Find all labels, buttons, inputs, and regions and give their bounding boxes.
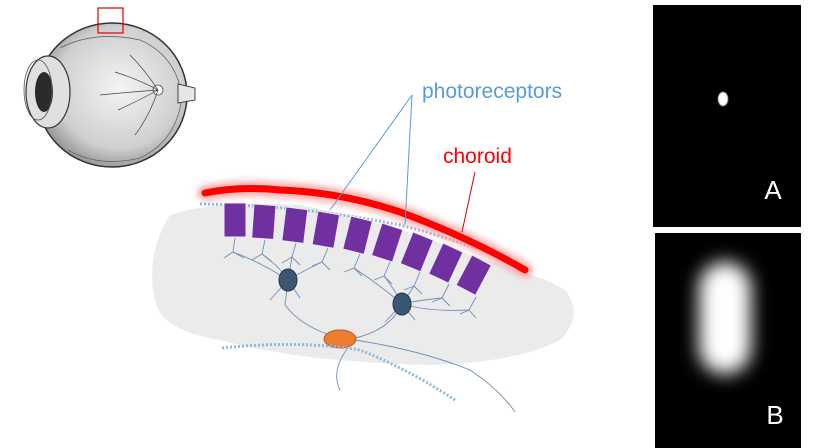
photoreceptor-cell bbox=[311, 210, 341, 249]
retina-tissue bbox=[152, 203, 574, 365]
panel-a-background bbox=[653, 5, 801, 227]
optic-nerve bbox=[177, 83, 196, 104]
photoreceptor-cell bbox=[427, 242, 464, 284]
eye-illustration bbox=[23, 7, 196, 168]
iris-ring bbox=[23, 59, 53, 121]
photoreceptor-cell bbox=[281, 206, 309, 244]
ganglion-cell bbox=[323, 329, 357, 349]
bipolar-cell bbox=[278, 268, 298, 292]
choroid-band bbox=[201, 185, 529, 274]
blurred-spot bbox=[699, 262, 751, 374]
pupil bbox=[35, 72, 53, 112]
photoreceptor-cell bbox=[455, 254, 493, 297]
photoreceptor-cell bbox=[399, 231, 435, 273]
photoreceptor-cells bbox=[223, 202, 493, 297]
panel-b-letter: B bbox=[766, 400, 783, 430]
bipolar-cell bbox=[392, 292, 412, 316]
photoreceptor-cell bbox=[342, 215, 373, 255]
panel-a: A bbox=[653, 5, 801, 227]
retinal-vessels bbox=[99, 54, 159, 136]
photoreceptor-cell bbox=[370, 222, 404, 263]
panel-a-letter: A bbox=[764, 175, 782, 205]
zoom-region-box bbox=[97, 7, 124, 34]
photoreceptor-cell bbox=[251, 203, 277, 240]
choroid-label: choroid bbox=[443, 145, 512, 168]
photoreceptor-leader-lines bbox=[329, 94, 413, 226]
point-spot bbox=[718, 92, 728, 106]
photoreceptors-label: photoreceptors bbox=[422, 80, 562, 103]
retina-cross-section: photoreceptors choroid bbox=[152, 80, 574, 413]
choroid-leader-line bbox=[461, 171, 476, 233]
panel-b: B bbox=[655, 233, 801, 448]
photoreceptor-cell bbox=[223, 202, 247, 238]
